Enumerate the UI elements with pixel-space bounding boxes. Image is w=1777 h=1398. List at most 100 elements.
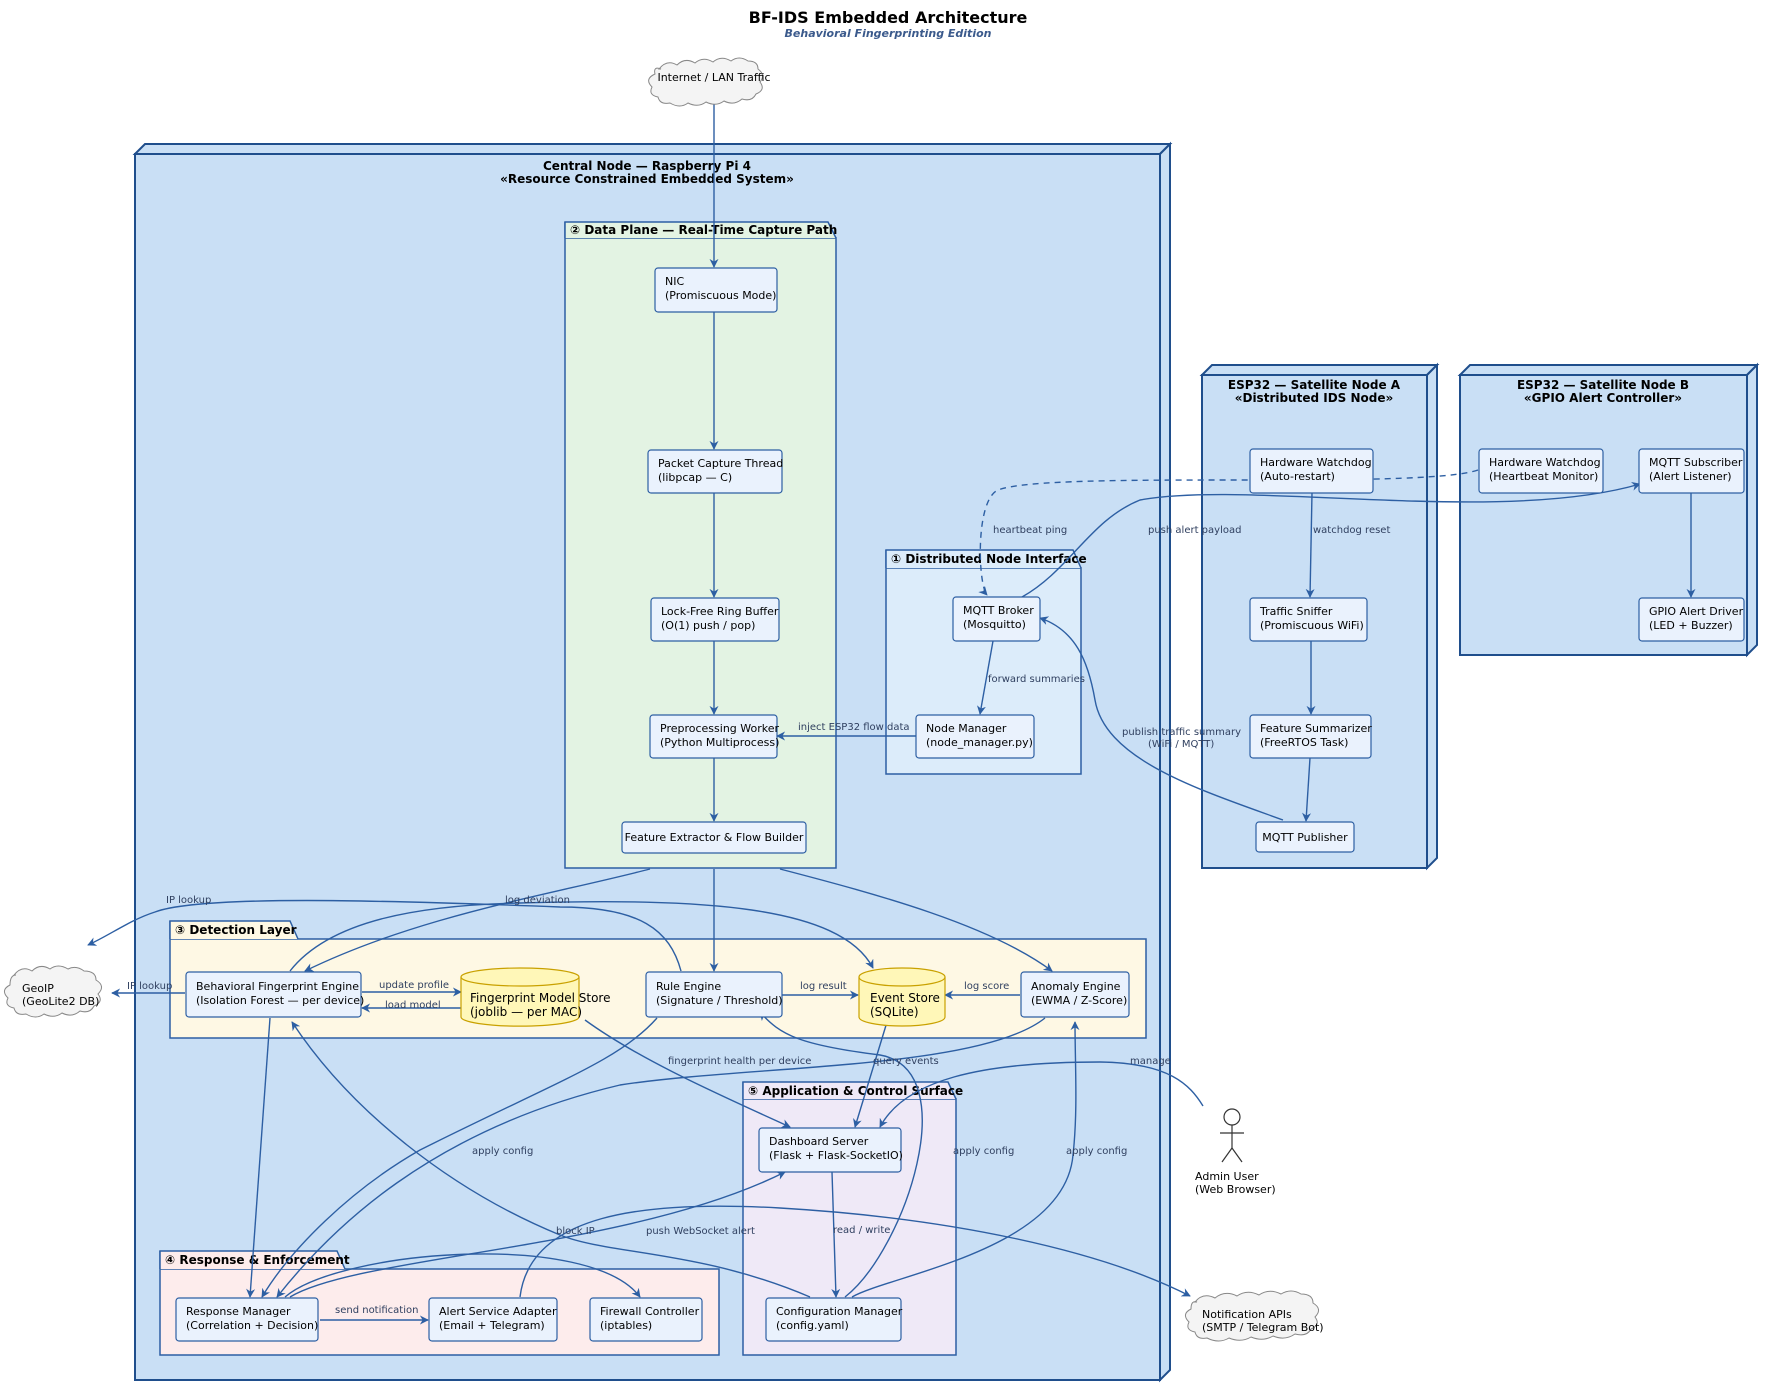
rule-line-2: (Signature / Threshold) <box>656 994 783 1007</box>
fms-line-2: (joblib — per MAC) <box>470 1005 582 1019</box>
esp32-node-b: ESP32 — Satellite Node B «GPIO Alert Con… <box>1457 362 1760 658</box>
dashboard-line-2: (Flask + Flask-SocketIO) <box>769 1149 903 1162</box>
response-title: ④ Response & Enforcement <box>165 1253 350 1267</box>
edge-log-deviation <box>289 901 874 972</box>
label-apply-config-3: apply config <box>1066 1146 1127 1157</box>
component-configuration-manager: Configuration Manager (config.yaml) <box>765 1297 903 1342</box>
response-line-1: Response Manager <box>186 1305 291 1318</box>
sniffer-line-1: Traffic Sniffer <box>1259 605 1333 618</box>
edge-rule-to-response <box>261 1017 658 1298</box>
component-alert-service: Alert Service Adapter (Email + Telegram) <box>428 1297 558 1342</box>
ring-line-2: (O(1) push / pop) <box>661 619 755 632</box>
admin-line-1: Admin User <box>1195 1170 1259 1183</box>
label-heartbeat: heartbeat ping <box>993 525 1067 536</box>
component-mqtt-subscriber: MQTT Subscriber (Alert Listener) <box>1638 448 1745 494</box>
component-firewall-controller: Firewall Controller (iptables) <box>589 1297 703 1342</box>
dashboard-line-1: Dashboard Server <box>769 1135 869 1148</box>
summ-line-2: (FreeRTOS Task) <box>1260 736 1348 749</box>
edge-apply-config-anomaly <box>851 1021 1080 1298</box>
edge-to-notify <box>519 1205 1191 1298</box>
edge-feature-to-bfe <box>304 868 651 972</box>
cloud-notification-apis: Notification APIs (SMTP / Telegram Bot) <box>1185 1290 1324 1342</box>
label-push-alert: push alert payload <box>1148 525 1241 536</box>
hw-a-line-1: Hardware Watchdog <box>1260 456 1372 469</box>
label-apply-config-1: apply config <box>472 1146 533 1157</box>
label-push-ws: push WebSocket alert <box>646 1226 755 1237</box>
diagram-subtitle: Behavioral Fingerprinting Edition <box>785 27 992 40</box>
label-log-score: log score <box>964 981 1009 992</box>
label-ip-lookup-1: IP lookup <box>166 895 211 906</box>
component-mqtt-publisher: MQTT Publisher <box>1255 821 1355 853</box>
esp32-b-title: ESP32 — Satellite Node B <box>1517 378 1689 392</box>
label-publish-2: (WiFi / MQTT) <box>1148 739 1214 750</box>
central-node-title: Central Node — Raspberry Pi 4 <box>543 159 751 173</box>
edge-labels: heartbeat ping push alert payload watchd… <box>127 525 1390 1316</box>
label-fp-health: fingerprint health per device <box>668 1056 811 1067</box>
label-ip-lookup-2: IP lookup <box>127 981 172 992</box>
label-log-deviation: log deviation <box>505 895 570 906</box>
summ-line-1: Feature Summarizer <box>1260 722 1372 735</box>
component-dashboard-server: Dashboard Server (Flask + Flask-SocketIO… <box>758 1127 903 1173</box>
edge-publish-summary <box>1039 616 1284 821</box>
component-feature-summarizer: Feature Summarizer (FreeRTOS Task) <box>1249 714 1372 759</box>
nic-line-2: (Promiscuous Mode) <box>665 289 776 302</box>
component-preprocessing-worker: Preprocessing Worker (Python Multiproces… <box>649 714 779 759</box>
fms-line-1: Fingerprint Model Store <box>470 991 610 1005</box>
edge-heartbeat <box>978 469 1479 596</box>
component-rule-engine: Rule Engine (Signature / Threshold) <box>645 971 783 1018</box>
hw-b-line-1: Hardware Watchdog <box>1489 456 1601 469</box>
firewall-line-2: (iptables) <box>600 1319 652 1332</box>
esp32-a-stereotype: «Distributed IDS Node» <box>1235 391 1394 405</box>
pub-line-1: MQTT Publisher <box>1262 831 1348 844</box>
broker-line-1: MQTT Broker <box>963 604 1034 617</box>
distributed-title: ① Distributed Node Interface <box>891 552 1087 566</box>
component-fingerprint-engine: Behavioral Fingerprint Engine (Isolation… <box>185 971 364 1018</box>
edge-fp-health <box>584 1019 791 1128</box>
edge-bfe-to-response <box>246 1017 271 1298</box>
label-apply-config-2: apply config <box>953 1146 1014 1157</box>
component-mqtt-broker: MQTT Broker (Mosquitto) <box>952 596 1041 642</box>
bfe-line-2: (Isolation Forest — per device) <box>196 994 364 1007</box>
cloud-geoip: GeoIP (GeoLite2 DB) <box>4 965 102 1018</box>
component-hw-watchdog-b: Hardware Watchdog (Heartbeat Monitor) <box>1478 448 1604 494</box>
preproc-line-1: Preprocessing Worker <box>660 722 779 735</box>
component-packet-capture: Packet Capture Thread (libpcap — C) <box>647 449 783 494</box>
gpio-line-2: (LED + Buzzer) <box>1649 619 1733 632</box>
gpio-line-1: GPIO Alert Driver <box>1649 605 1744 618</box>
label-log-result: log result <box>800 981 847 992</box>
edges <box>87 97 1696 1325</box>
label-send-notification: send notification <box>335 1305 418 1316</box>
component-node-manager: Node Manager (node_manager.py) <box>915 714 1035 759</box>
edge-push-alert <box>1021 481 1641 598</box>
response-line-2: (Correlation + Decision) <box>186 1319 318 1332</box>
sniffer-line-2: (Promiscuous WiFi) <box>1260 619 1364 632</box>
component-anomaly-engine: Anomaly Engine (EWMA / Z-Score) <box>1020 971 1130 1018</box>
preproc-line-2: (Python Multiprocess) <box>660 736 779 749</box>
alert-line-1: Alert Service Adapter <box>439 1305 557 1318</box>
esp32-b-stereotype: «GPIO Alert Controller» <box>1524 391 1682 405</box>
anomaly-line-2: (EWMA / Z-Score) <box>1031 994 1127 1007</box>
nic-line-1: NIC <box>665 275 684 288</box>
notify-line-2: (SMTP / Telegram Bot) <box>1202 1321 1324 1334</box>
app-title: ⑤ Application & Control Surface <box>748 1084 963 1098</box>
component-ring-buffer: Lock-Free Ring Buffer (O(1) push / pop) <box>650 597 780 642</box>
edge-feature-to-anomaly <box>779 868 1053 972</box>
component-nic: NIC (Promiscuous Mode) <box>654 267 778 313</box>
data-plane-title: ② Data Plane — Real-Time Capture Path <box>570 223 837 237</box>
edge-apply-config-bfe <box>291 1021 811 1298</box>
package-data-plane: ② Data Plane — Real-Time Capture Path <box>564 221 837 869</box>
geoip-line-2: (GeoLite2 DB) <box>22 995 99 1008</box>
label-query-events: query events <box>873 1056 939 1067</box>
component-feature-extractor: Feature Extractor & Flow Builder <box>621 821 807 854</box>
edge-apply-config-rule <box>759 1011 923 1298</box>
label-forward: forward summaries <box>988 674 1085 685</box>
label-update-profile: update profile <box>379 980 449 991</box>
admin-user-actor: Admin User (Web Browser) <box>1195 1108 1276 1196</box>
event-line-1: Event Store <box>870 991 940 1005</box>
hw-a-line-2: (Auto-restart) <box>1260 470 1335 483</box>
broker-line-2: (Mosquitto) <box>963 618 1026 631</box>
label-load-model: load model <box>385 1000 441 1011</box>
config-line-1: Configuration Manager <box>776 1305 903 1318</box>
diagram-title: BF-IDS Embedded Architecture <box>749 8 1028 27</box>
